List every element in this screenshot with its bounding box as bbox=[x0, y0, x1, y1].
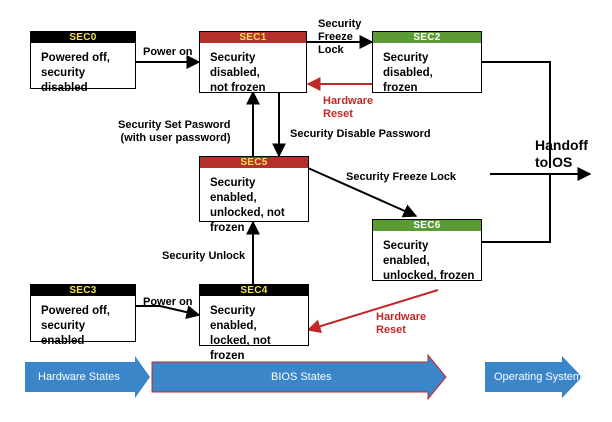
state-header: SEC1 bbox=[200, 32, 306, 43]
label-power-on-top: Power on bbox=[143, 46, 193, 58]
state-line: frozen bbox=[383, 82, 418, 94]
state-sec3: SEC3 Powered off, security enabled bbox=[30, 284, 136, 347]
state-header: SEC5 bbox=[200, 157, 308, 168]
state-header: SEC6 bbox=[373, 220, 481, 231]
state-line: not frozen bbox=[210, 82, 266, 94]
label-unlock: Security Unlock bbox=[162, 250, 246, 262]
state-line: unlocked, frozen bbox=[383, 270, 475, 282]
label-disable-password: Security Disable Password bbox=[290, 128, 431, 140]
bios-states-band bbox=[151, 353, 447, 401]
state-line: Security enabled, bbox=[210, 177, 257, 204]
state-sec1: SEC1 Security disabled, not frozen bbox=[199, 31, 307, 94]
label-line: Security Set Pasword bbox=[118, 119, 231, 131]
hardware-states-band bbox=[25, 356, 150, 398]
label-line: Reset bbox=[376, 324, 406, 336]
band-label-bios-states: BIOS States bbox=[271, 371, 332, 383]
state-header: SEC3 bbox=[31, 285, 135, 296]
band-label-operating-system: Operating System bbox=[494, 371, 583, 383]
arrow-sec2-to-handoff bbox=[482, 61, 551, 168]
operating-system-band bbox=[485, 356, 582, 398]
label-freeze-lock-top: Security Freeze Lock bbox=[318, 18, 361, 57]
state-line: Security disabled, bbox=[383, 52, 433, 79]
state-line: unlocked, not frozen bbox=[210, 207, 285, 234]
label-power-on-bottom: Power on bbox=[143, 296, 193, 308]
label-line: Security bbox=[318, 18, 362, 30]
state-line: Security enabled, bbox=[383, 240, 430, 267]
state-line: Powered off, bbox=[41, 305, 111, 317]
label-line: (with user password) bbox=[120, 132, 231, 144]
arrow-power-on-bottom bbox=[135, 305, 201, 319]
band-label-hardware-states: Hardware States bbox=[38, 371, 120, 383]
state-header: SEC0 bbox=[31, 32, 135, 43]
label-freeze-lock-mid: Security Freeze Lock bbox=[346, 171, 457, 183]
label-set-password: Security Set Pasword (with user password… bbox=[118, 119, 231, 145]
state-sec5: SEC5 Security enabled, unlocked, not fro… bbox=[199, 156, 309, 234]
label-line: Reset bbox=[323, 108, 353, 120]
label-line: Freeze bbox=[318, 31, 353, 43]
state-sec4: SEC4 Security enabled, locked, not froze… bbox=[199, 284, 309, 362]
label-hardware-reset-bottom: Hardware Reset bbox=[376, 311, 426, 337]
arrow-hardware-reset-bottom bbox=[306, 289, 439, 333]
state-sec0: SEC0 Powered off, security disabled bbox=[30, 31, 136, 94]
state-line: locked, not frozen bbox=[210, 335, 271, 362]
label-line: Hardware bbox=[323, 95, 374, 107]
state-line: security disabled bbox=[41, 67, 88, 94]
label-line: Handoff bbox=[535, 137, 588, 153]
state-line: Powered off, bbox=[41, 52, 111, 64]
state-sec6: SEC6 Security enabled, unlocked, frozen bbox=[372, 219, 482, 282]
label-handoff: Handoff to OS bbox=[535, 137, 588, 171]
arrow-freeze-lock-mid bbox=[307, 167, 418, 218]
label-hardware-reset-top: Hardware Reset bbox=[323, 95, 373, 121]
label-line: Hardware bbox=[376, 311, 427, 323]
label-line: Lock bbox=[318, 44, 344, 56]
state-line: security enabled bbox=[41, 320, 86, 347]
state-header: SEC2 bbox=[373, 32, 481, 43]
state-sec2: SEC2 Security disabled, frozen bbox=[372, 31, 482, 94]
state-line: Security disabled, bbox=[210, 52, 260, 79]
arrow-sec6-to-handoff bbox=[482, 174, 551, 243]
state-line: Security enabled, bbox=[210, 305, 257, 332]
label-line: to OS bbox=[535, 154, 573, 170]
state-header: SEC4 bbox=[200, 285, 308, 296]
